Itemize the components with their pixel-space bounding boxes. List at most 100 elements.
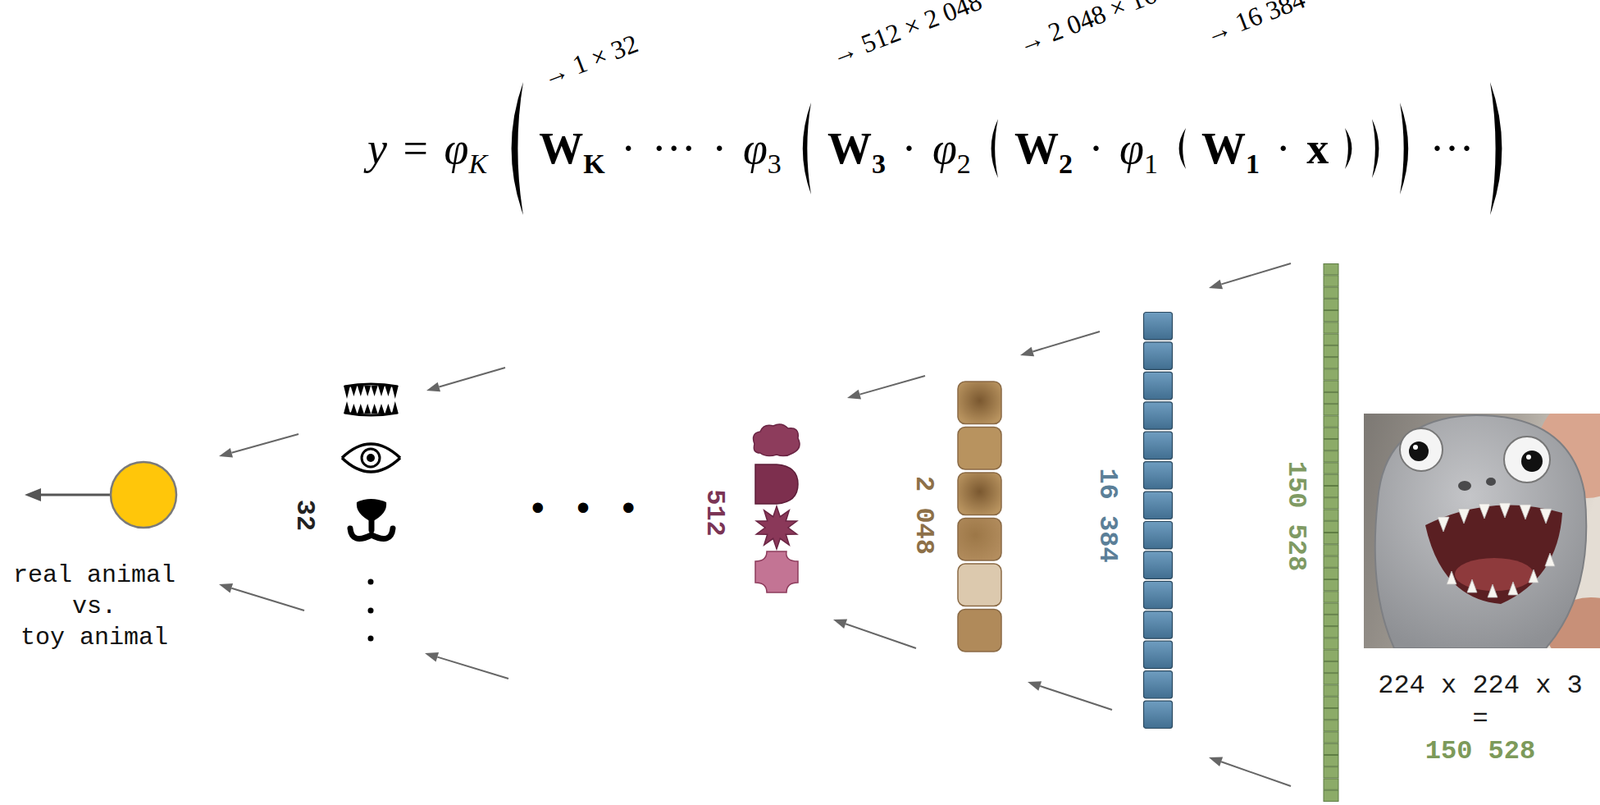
drawing-part (1323, 660, 1339, 672)
arrow-line (1039, 685, 1113, 710)
drawing-part (366, 453, 375, 462)
drawing-part (1323, 731, 1339, 743)
layer-shape (1142, 310, 1174, 730)
arrow-line (1032, 331, 1100, 351)
drawing-part (753, 423, 800, 456)
drawing-part (350, 385, 357, 397)
drawing-part (1499, 502, 1511, 518)
drawing-part (343, 385, 351, 399)
drawing-part (368, 607, 374, 614)
formula-symbol: K (468, 150, 488, 178)
drawing-part (1446, 570, 1457, 584)
formula-symbol: 2 (1058, 150, 1073, 178)
bracket-stroke (1372, 118, 1379, 178)
arrow-head (424, 651, 439, 661)
arrow-line (231, 588, 305, 611)
drawing-part (1323, 275, 1339, 287)
bracket (503, 82, 524, 215)
bracket-stroke (991, 118, 999, 178)
bracket (1372, 118, 1384, 178)
drawing-part (1323, 720, 1339, 731)
output-arrow (24, 487, 110, 502)
bracket (1399, 102, 1414, 195)
drawing-part (1323, 474, 1339, 485)
drawing-part (755, 551, 798, 593)
arrow-head (218, 583, 233, 593)
feature-layer: 512 (752, 423, 802, 593)
drawing-part (1323, 567, 1339, 579)
drawing-part (344, 412, 398, 415)
drawing-part (1323, 579, 1339, 591)
drawing-part (1144, 461, 1173, 489)
layer-shape (752, 423, 802, 593)
drawing-part (1144, 401, 1173, 429)
drawing-part (1323, 427, 1339, 438)
drawing-part (1323, 415, 1339, 427)
drawing-part (1540, 508, 1552, 524)
drawing-part (1467, 578, 1477, 593)
drawing-part (1323, 614, 1339, 625)
arrow-line (859, 375, 926, 395)
formula-term: W2 (1014, 126, 1073, 171)
drawing-part (1144, 670, 1173, 698)
arrow-head (847, 389, 862, 400)
drawing-part (1323, 462, 1339, 474)
drawing-part (1363, 413, 1600, 648)
drawing-part (343, 401, 351, 414)
drawing-part (1323, 789, 1339, 801)
drawing-part (1478, 503, 1491, 519)
formula-symbol: 3 (767, 150, 782, 178)
output-label: real animal vs. toy animal (13, 559, 176, 653)
arrow-line (437, 656, 509, 679)
drawing-part (1521, 450, 1543, 472)
drawing-part (1144, 312, 1173, 340)
drawing-part (1323, 264, 1339, 275)
arrow-head (1020, 346, 1035, 356)
drawing-part (1323, 486, 1339, 497)
drawing-part (1323, 533, 1339, 544)
formula-symbol: K (583, 150, 605, 178)
drawing-part (1323, 380, 1339, 392)
formula-symbol: · (1276, 126, 1291, 171)
formula-symbol: 3 (871, 150, 886, 178)
layer-size: 16 384 (1094, 467, 1121, 562)
formula-term: φ3 (743, 126, 782, 171)
drawing-part (368, 578, 374, 585)
formula-term: WK (538, 126, 605, 171)
formula-symbol: · (1089, 126, 1104, 171)
formula-term: φ1 (1119, 126, 1158, 171)
drawing-part (357, 403, 365, 414)
layer-shape (956, 379, 1003, 653)
drawing-part (1323, 626, 1339, 638)
formula-symbol: W (1014, 126, 1059, 171)
drawing-part (1144, 341, 1173, 370)
arrow-head (833, 619, 848, 629)
drawing-part (1323, 451, 1339, 462)
drawing-part (1323, 743, 1339, 754)
bracket (797, 102, 812, 195)
drawing-part (1323, 638, 1339, 649)
drawing-part (756, 505, 797, 549)
drawing-part (1375, 414, 1587, 648)
drawing-part (1519, 504, 1532, 520)
layer-size: 32 (291, 499, 318, 531)
drawing-part (1458, 480, 1472, 491)
bracket-stroke (510, 82, 523, 215)
drawing-part (1323, 673, 1339, 684)
drawing-part (1425, 504, 1563, 604)
arrow-line (845, 623, 917, 648)
drawing-part (1487, 583, 1498, 598)
drawing-part (344, 383, 398, 387)
drawing-part (957, 518, 1002, 561)
caption-line: 150 528 (1377, 734, 1583, 768)
drawing-part (957, 609, 1002, 652)
drawing-part (1323, 696, 1339, 707)
photo-caption: 224 x 224 x 3=150 528 (1377, 669, 1583, 768)
formula-term: φK (444, 126, 488, 171)
arrow-head (1208, 279, 1223, 289)
bracket (986, 118, 999, 178)
formula-symbol: 2 (957, 150, 971, 178)
matrix-size: → 16 384 × 150 228 (1200, 0, 1414, 48)
drawing-part (1323, 684, 1339, 696)
drawing-part (1144, 521, 1173, 549)
